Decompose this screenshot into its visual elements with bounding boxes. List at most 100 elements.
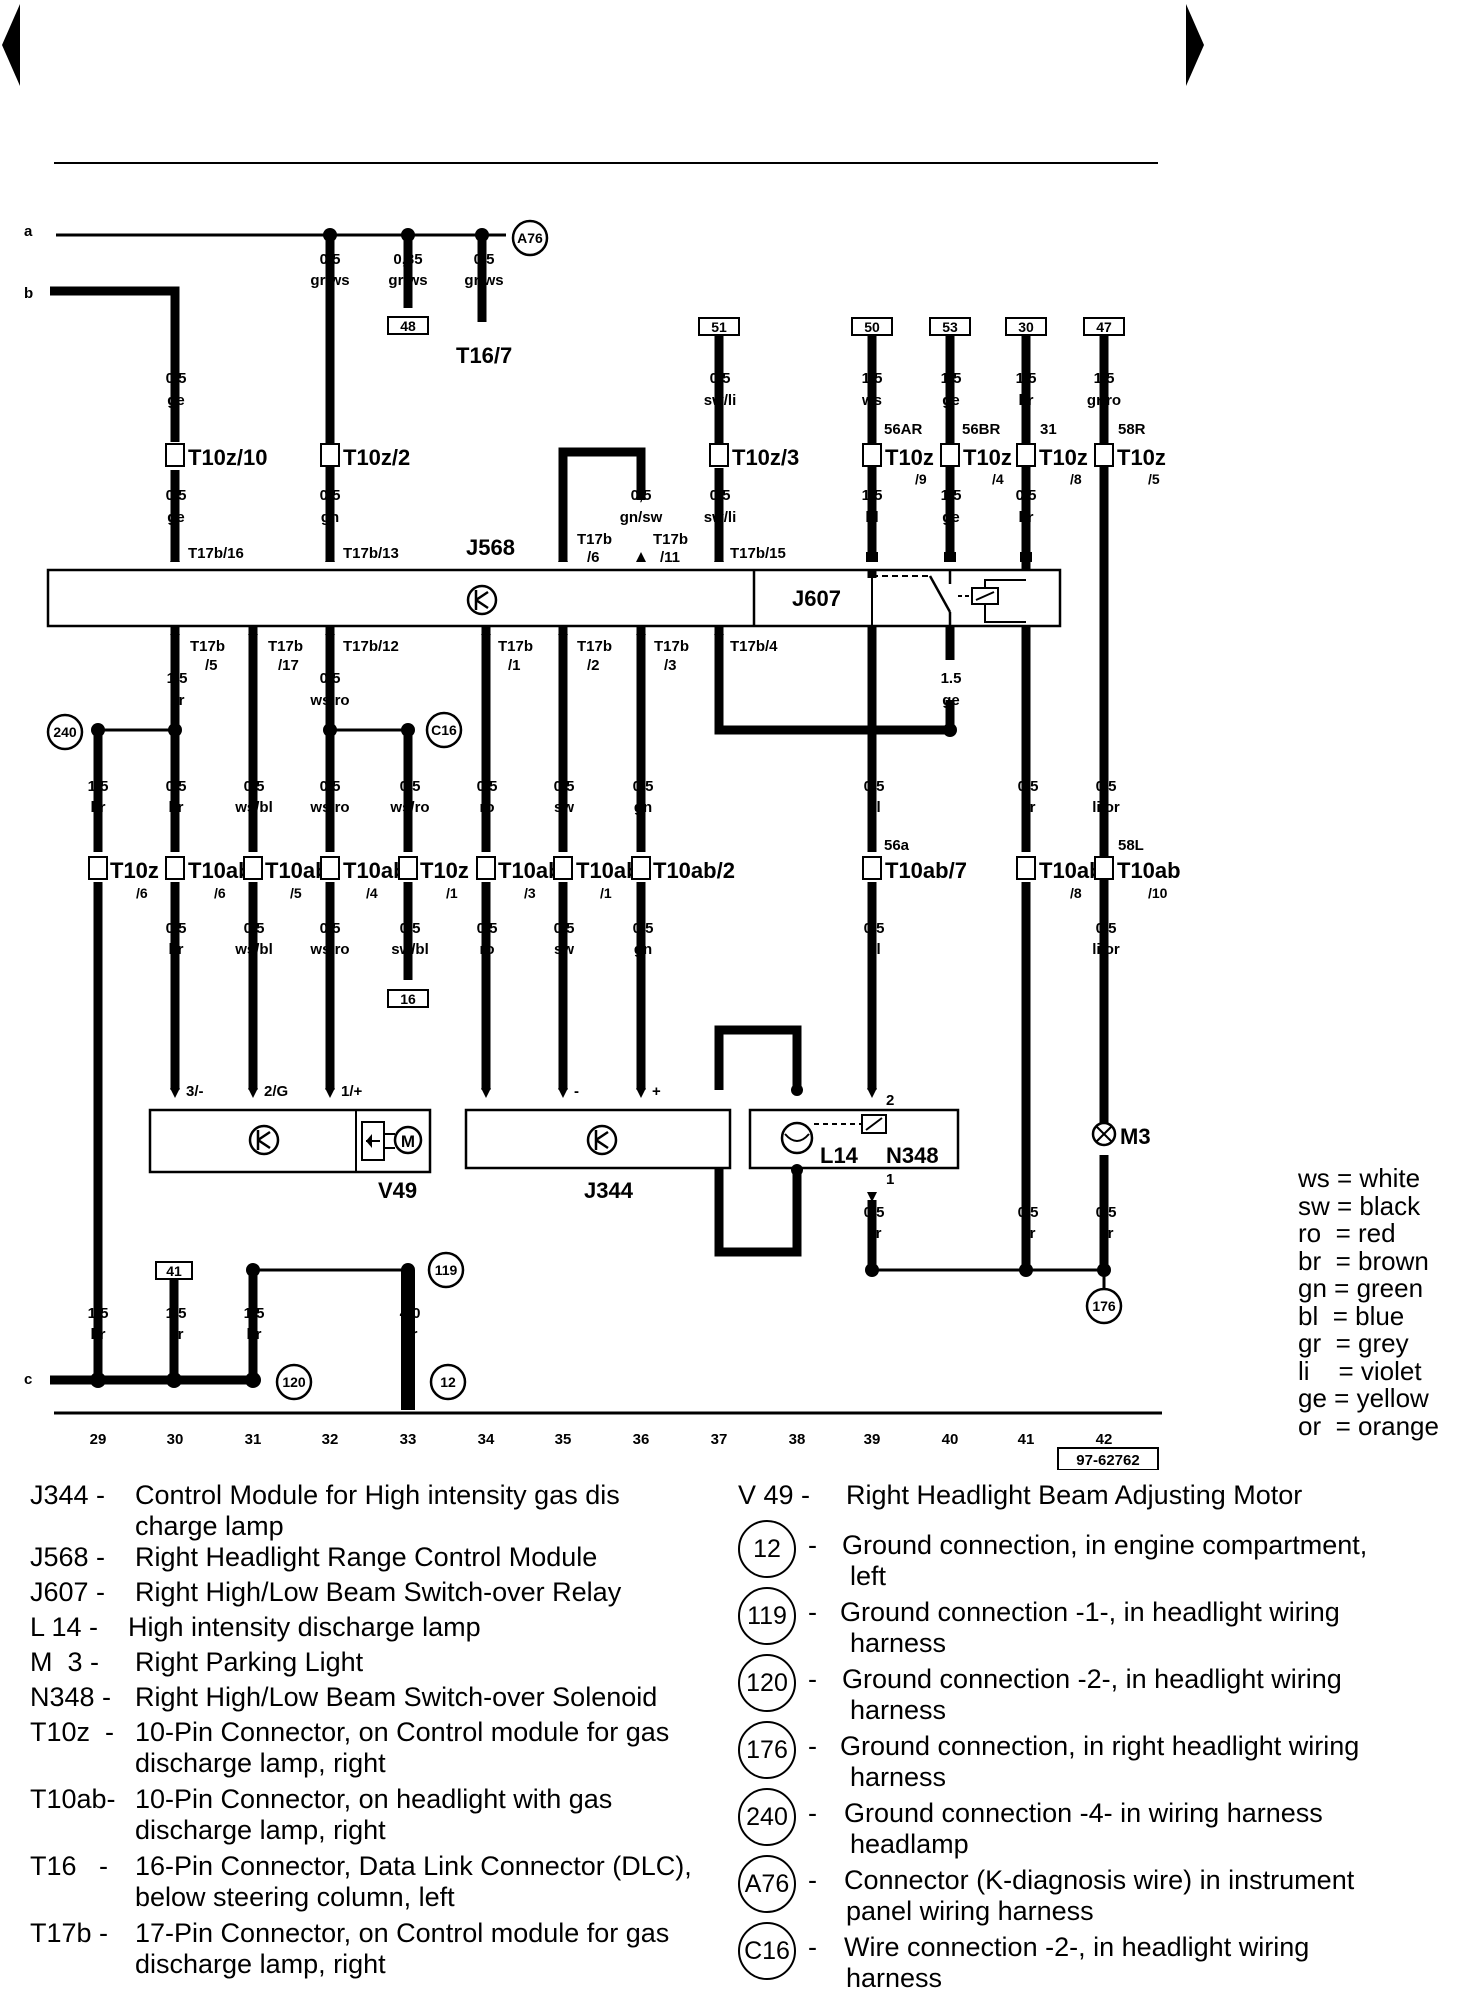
svg-text:1,5: 1,5 — [862, 487, 883, 504]
svg-text:1.5: 1.5 — [941, 487, 962, 504]
rail-a-label: a — [24, 223, 33, 240]
svg-text:ws/ro: ws/ro — [309, 941, 349, 958]
svg-text:0,5: 0,5 — [631, 487, 652, 504]
svg-text:br: br — [170, 692, 185, 709]
svg-text:0,5: 0,5 — [1016, 487, 1037, 504]
svg-text:T17b: T17b — [268, 638, 303, 655]
electronic-module-icon — [586, 1124, 618, 1156]
ground-120 — [275, 1363, 313, 1401]
solenoid-glyph — [865, 1117, 883, 1131]
svg-text:ro: ro — [480, 799, 495, 816]
prev-page-arrow-icon[interactable] — [2, 4, 20, 86]
svg-text:4,0: 4,0 — [400, 1305, 421, 1322]
svg-text:/1: /1 — [600, 885, 612, 901]
svg-text:0,5: 0,5 — [400, 920, 421, 937]
svg-text:0,5: 0,5 — [320, 487, 341, 504]
svg-text:1,5: 1,5 — [166, 1305, 187, 1322]
electronic-module-glyph — [256, 1130, 271, 1150]
svg-text:50: 50 — [864, 319, 880, 335]
module-j568 — [46, 568, 1062, 628]
wire — [714, 1160, 802, 1257]
track-numbers: 29 30 31 32 33 34 35 36 37 38 39 40 41 4… — [90, 1431, 1113, 1448]
lamp-icon — [780, 1121, 814, 1155]
svg-text:0,5: 0,5 — [244, 920, 265, 937]
svg-text:/5: /5 — [1148, 471, 1160, 487]
junction-dot — [1019, 1263, 1033, 1277]
ground-119-label: 119 — [435, 1262, 458, 1278]
relay-switch-icon — [871, 570, 1026, 626]
connector-row-t10z-top: T10z/10 T10z/2 T10z/3 56AR T10z /9 56BR … — [165, 421, 1166, 487]
ground-a76-label: A76 — [517, 230, 543, 246]
svg-text:ws/ro: ws/ro — [389, 799, 429, 816]
svg-text:33: 33 — [400, 1431, 417, 1448]
svg-text:T17b/16: T17b/16 — [188, 545, 244, 562]
svg-text:/8: /8 — [1070, 471, 1082, 487]
wire — [714, 626, 955, 735]
ground-c16-label: C16 — [431, 722, 457, 738]
svg-text:-: - — [574, 1083, 579, 1100]
next-page-arrow-icon[interactable] — [1186, 4, 1204, 86]
color-key-row: br = brown — [1298, 1245, 1429, 1276]
legend: J344 - Control Module for High intensity… — [0, 1470, 1472, 2000]
junction-dot — [943, 723, 957, 737]
l14-label: L14 — [820, 1143, 859, 1168]
wiring-diagram: a A76 48 T16/7 b 51 50 53 30 47 0,5 gr/w… — [2, 4, 1204, 1470]
svg-text:bl: bl — [867, 941, 880, 958]
ref-box — [155, 1261, 193, 1280]
svg-text:0,5: 0,5 — [320, 251, 341, 268]
svg-text:0,5: 0,5 — [474, 251, 495, 268]
svg-text:56BR: 56BR — [962, 421, 1001, 438]
legend-item: J344 - Control Module for High intensity… — [30, 1480, 620, 1541]
svg-text:0,5: 0,5 — [320, 670, 341, 687]
ground-circle-icon: A76 — [738, 1855, 796, 1913]
svg-text:56AR: 56AR — [884, 421, 923, 438]
svg-text:ge: ge — [942, 692, 960, 709]
wire-labels-row7: 1,5 br 1,5 br 1,5 br 4,0 br — [88, 1305, 421, 1343]
legend-ground-item: 119 - Ground connection -1-, in headligh… — [738, 1585, 1438, 1658]
junction-dot — [168, 723, 182, 737]
svg-text:2/G: 2/G — [264, 1083, 288, 1100]
svg-text:T17b/12: T17b/12 — [343, 638, 399, 655]
legend-ground-item: C16 - Wire connection -2-, in headlight … — [738, 1920, 1438, 1993]
svg-text:3/-: 3/- — [186, 1083, 204, 1100]
component-pins: 3/- 2/G 1/+ - + 2 1 — [170, 1083, 894, 1202]
svg-text:ge: ge — [167, 392, 185, 409]
ref-box-label: 41 — [166, 1263, 182, 1279]
wire-labels-row4: 1,5 br 0,5 br 0,5 ws/bl 0,5 ws/ro 0,5 ws… — [88, 778, 1120, 816]
svg-text:ws: ws — [861, 392, 882, 409]
svg-text:0,5: 0,5 — [633, 778, 654, 795]
svg-text:/17: /17 — [278, 657, 299, 674]
ground-120-label: 120 — [282, 1374, 306, 1390]
svg-text:br: br — [169, 941, 184, 958]
svg-text:0,35: 0,35 — [393, 251, 422, 268]
svg-text:br: br — [1021, 799, 1036, 816]
svg-text:0,5: 0,5 — [554, 778, 575, 795]
v49-label: V49 — [378, 1178, 417, 1203]
svg-text:T10ab: T10ab — [343, 858, 407, 883]
rail-b — [50, 286, 180, 442]
figure-id: 97-62762 — [1076, 1452, 1139, 1469]
svg-text:T10z/2: T10z/2 — [343, 445, 410, 470]
ground-119 — [427, 1251, 465, 1289]
svg-text:br: br — [91, 799, 106, 816]
svg-text:51: 51 — [711, 319, 727, 335]
t17b-bottom-pins: T17b /5 T17b /17 T17b/12 T17b /1 T17b /2… — [170, 634, 778, 674]
svg-text:30: 30 — [167, 1431, 184, 1448]
svg-text:0,5: 0,5 — [166, 920, 187, 937]
svg-text:T10z: T10z — [1117, 445, 1166, 470]
lamp-glyph — [784, 1133, 810, 1142]
svg-text:gn: gn — [321, 509, 339, 526]
connector-row-t10ab: T10z /6 T10ab /6 T10ab /5 T10ab /4 T10z … — [88, 837, 1181, 901]
svg-text:0,5: 0,5 — [633, 920, 654, 937]
wire-labels-top: 0,5 gr/ws 0,35 gr/ws 0,5 gr/ws 0,5 ge 0,… — [166, 251, 1122, 409]
svg-text:M: M — [401, 1132, 415, 1151]
ref-boxes-top: 51 50 53 30 47 — [698, 317, 1125, 336]
svg-text:0,5: 0,5 — [1096, 1204, 1117, 1221]
svg-text:gn: gn — [634, 799, 652, 816]
svg-text:bl: bl — [867, 799, 880, 816]
connector-label: T16/7 — [456, 343, 512, 368]
svg-text:T10z/10: T10z/10 — [188, 445, 268, 470]
svg-text:58L: 58L — [1118, 837, 1144, 854]
svg-text:sw: sw — [554, 941, 574, 958]
color-key-row: gr = grey — [1298, 1328, 1409, 1358]
